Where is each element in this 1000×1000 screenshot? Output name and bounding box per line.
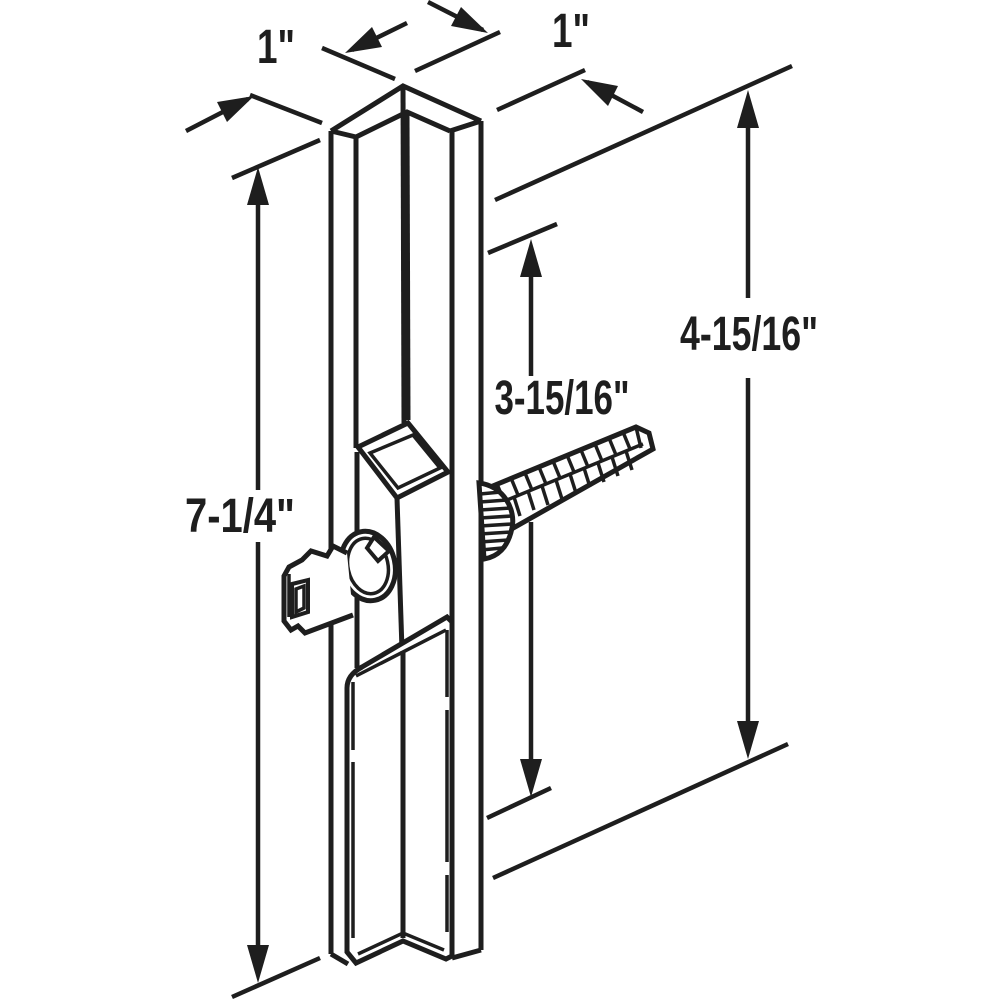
dimension-label-span-outer: 4-15/16" xyxy=(680,308,818,361)
dimension-label-width-right: 1" xyxy=(552,5,590,58)
arrowhead-down xyxy=(737,721,759,759)
post-top-cap-left xyxy=(330,128,357,140)
arrowhead-up xyxy=(737,90,759,128)
pull-plate xyxy=(344,613,455,967)
key-tab-outline xyxy=(281,542,354,636)
shaft-spline-ticks-side xyxy=(498,450,634,523)
arrowhead-se xyxy=(451,7,488,33)
hub-knurl-lines xyxy=(479,490,513,552)
ext-line-right-corner xyxy=(496,67,586,113)
dimension-label-length-overall: 7-1/4" xyxy=(185,490,295,543)
shaft-face-divider xyxy=(489,442,644,509)
arrowhead-sw xyxy=(345,27,382,53)
plate-bottom-inner-edge xyxy=(357,931,445,956)
post-front-ridge-lower xyxy=(394,497,405,651)
recess-inner-outline xyxy=(367,432,443,491)
arrowhead-down xyxy=(520,759,542,797)
tick-bottom xyxy=(231,955,321,1000)
ext-line-apex-upleft xyxy=(321,45,396,82)
post-bottom-right-edge xyxy=(451,947,482,961)
tick-top xyxy=(487,221,558,256)
dimension-span-inner: 3-15/16" xyxy=(486,221,630,821)
tick-bottom xyxy=(486,785,552,821)
post-bottom-left-edge xyxy=(329,951,350,967)
arrowhead-down xyxy=(247,945,269,983)
ext-line-top xyxy=(494,63,793,203)
post-front-ridge-upper xyxy=(400,85,407,424)
dimension-length-overall: 7-1/4" xyxy=(185,137,321,1000)
dimension-label-width-left: 1" xyxy=(257,21,295,74)
ext-line-left-corner xyxy=(249,92,323,126)
tick-top xyxy=(231,137,321,181)
dimension-width-right: 1" xyxy=(414,0,645,114)
post-top-cap-right xyxy=(449,118,482,134)
post-front-ridge-inner xyxy=(404,111,411,421)
lock-cylinder-and-key xyxy=(281,528,398,636)
arrowhead-ne xyxy=(217,96,254,122)
dimension-width-left: 1" xyxy=(184,20,408,133)
shaft-end-face-edge xyxy=(634,426,643,449)
latch-recess xyxy=(354,419,452,502)
plate-outline xyxy=(344,613,455,967)
key-tab-hole-inner xyxy=(294,583,306,615)
arrowhead-up xyxy=(247,167,269,205)
keyway-notch xyxy=(364,533,392,564)
arrowhead-nw xyxy=(581,79,618,106)
ext-line-bottom xyxy=(492,741,789,881)
dimension-label-span-inner: 3-15/16" xyxy=(495,372,630,425)
shaft-spline-ticks-top xyxy=(495,431,632,502)
arrowhead-up xyxy=(520,239,542,277)
ext-line-apex-upright xyxy=(414,29,501,74)
spline-shaft xyxy=(476,424,656,562)
dimension-span-outer: 4-15/16" xyxy=(492,63,818,881)
recess-outer-outline xyxy=(354,419,452,502)
handle-post xyxy=(328,83,484,967)
